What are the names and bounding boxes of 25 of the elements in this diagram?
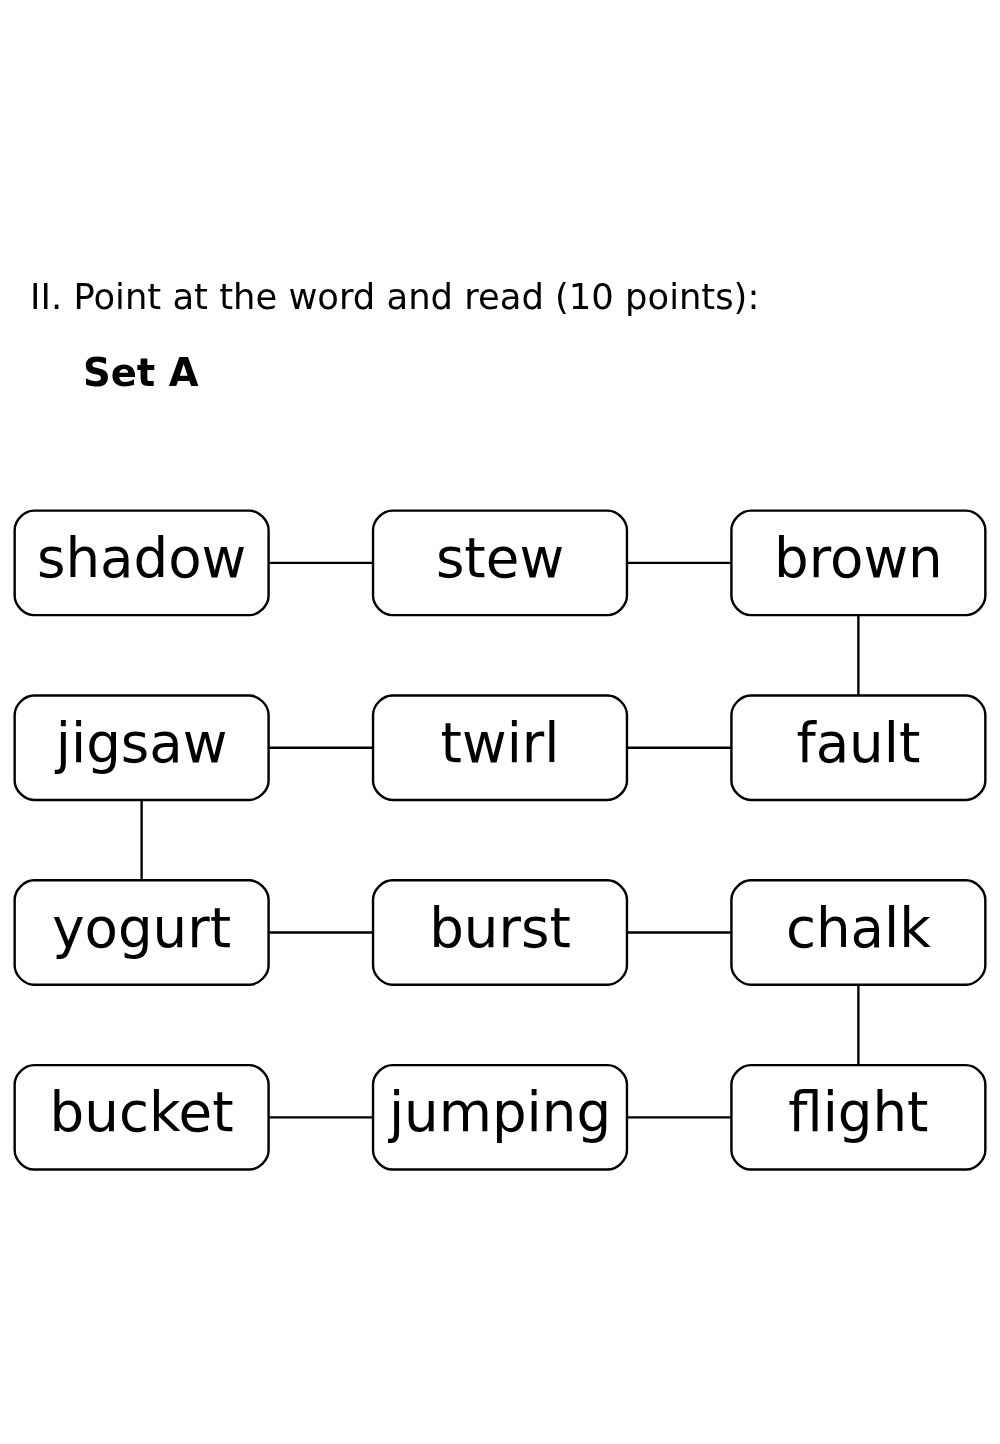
connector [140, 800, 143, 881]
node-box: brown [730, 509, 987, 617]
node-box: chalk [730, 879, 987, 986]
node-box: shadow [13, 509, 270, 617]
connector [269, 931, 373, 934]
connector [627, 1116, 732, 1119]
connector [269, 746, 373, 749]
connector [627, 931, 732, 934]
node-box: bucket [13, 1063, 270, 1171]
label: Set A [82, 350, 199, 396]
node-box: stew [371, 509, 629, 617]
connector [627, 746, 732, 749]
connector [269, 561, 373, 565]
node-box: twirl [371, 694, 629, 802]
connector [857, 985, 860, 1066]
connector [627, 561, 732, 565]
connector [857, 615, 860, 696]
diagram-title: II. Point at the word and read (10 points): [30, 276, 760, 318]
node-box: jigsaw [13, 694, 270, 802]
connector [269, 1116, 373, 1119]
node-box: yogurt [13, 879, 270, 986]
node-box: burst [371, 879, 629, 986]
node-box: flight [730, 1063, 987, 1171]
node-box: jumping [371, 1063, 629, 1171]
node-box: fault [730, 694, 987, 802]
